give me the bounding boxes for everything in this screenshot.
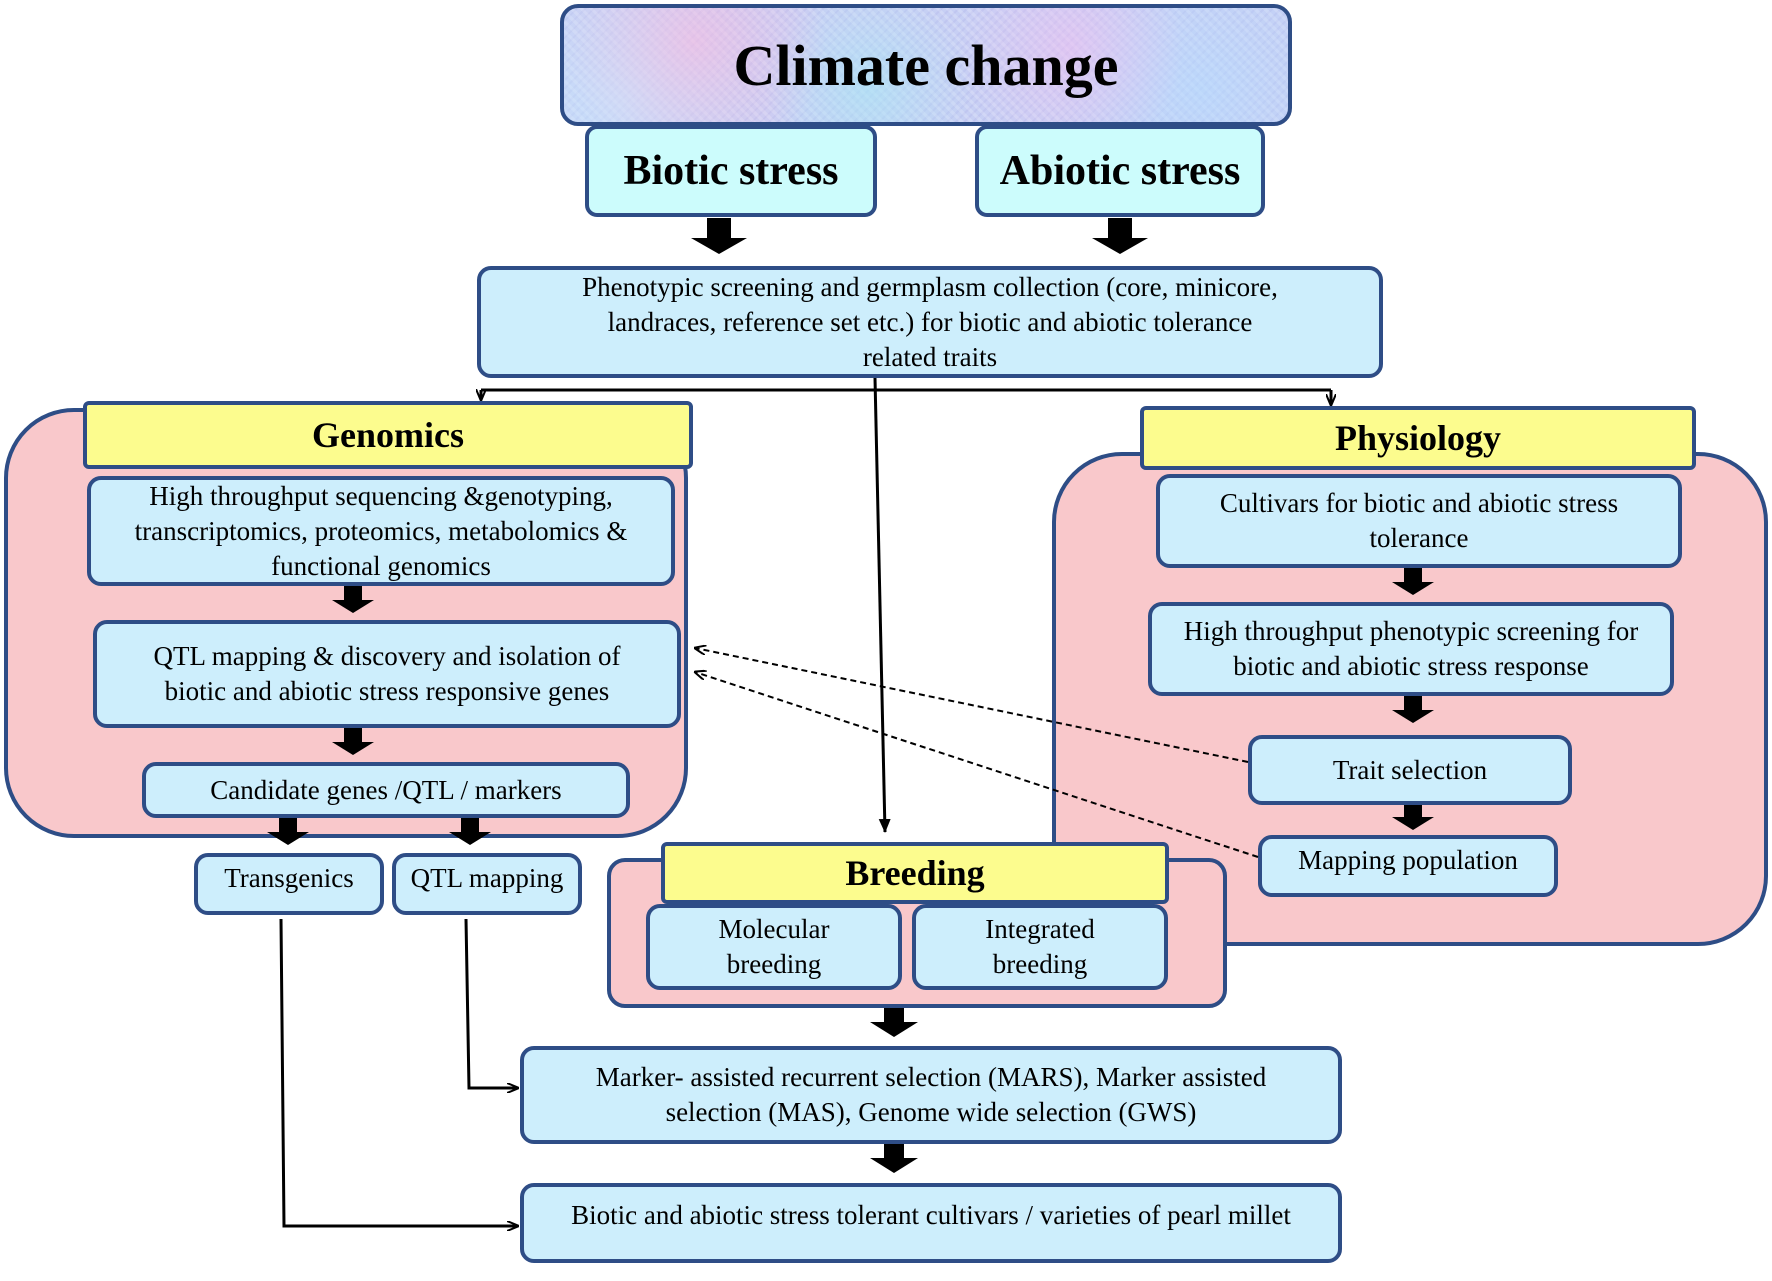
integrated-breeding-box: Integrated breeding bbox=[912, 904, 1168, 990]
screening-down-arrow bbox=[1392, 696, 1434, 723]
physiology-header: Physiology bbox=[1140, 406, 1696, 470]
biotic-stress-box: Biotic stress bbox=[585, 125, 877, 217]
split-lines bbox=[481, 377, 1331, 833]
phenotypic-screening-box: Phenotypic screening and germplasm colle… bbox=[477, 266, 1383, 378]
phenotypic-screening-response-box: High throughput phenotypic screening for… bbox=[1148, 602, 1674, 696]
biotic-down-arrow bbox=[691, 218, 747, 254]
transgenics-box: Transgenics bbox=[194, 853, 384, 915]
genomics-header: Genomics bbox=[83, 401, 693, 469]
sequencing-box: High throughput sequencing &genotyping, … bbox=[87, 476, 675, 586]
trait-down-arrow bbox=[1392, 805, 1434, 830]
qtl-discovery-box: QTL mapping & discovery and isolation of… bbox=[93, 620, 681, 728]
trait-selection-box: Trait selection bbox=[1248, 735, 1572, 805]
candidate-genes-box: Candidate genes /QTL / markers bbox=[142, 762, 630, 818]
cultivars-box: Cultivars for biotic and abiotic stress … bbox=[1156, 474, 1682, 568]
cultivars-down-arrow bbox=[1392, 568, 1434, 595]
breeding-down-arrow bbox=[870, 1008, 918, 1037]
mapping-population-box: Mapping population bbox=[1258, 835, 1558, 897]
qtl-mapping-box: QTL mapping bbox=[392, 853, 582, 915]
abiotic-stress-box: Abiotic stress bbox=[975, 125, 1265, 217]
mars-selection-box: Marker- assisted recurrent selection (MA… bbox=[520, 1046, 1342, 1144]
candidate-left-down-arrow bbox=[267, 818, 309, 845]
mars-down-arrow bbox=[870, 1144, 918, 1173]
block-arrows bbox=[267, 218, 1434, 1173]
outcome-box: Biotic and abiotic stress tolerant culti… bbox=[520, 1183, 1342, 1263]
abiotic-down-arrow bbox=[1092, 218, 1148, 254]
qtl-down-arrow bbox=[332, 728, 374, 755]
candidate-right-down-arrow bbox=[449, 818, 491, 845]
breeding-header: Breeding bbox=[661, 842, 1169, 904]
sequencing-down-arrow bbox=[332, 586, 374, 613]
elbow-connectors bbox=[279, 918, 518, 1226]
climate-change-title: Climate change bbox=[560, 4, 1292, 126]
dashed-feedback-arrows bbox=[695, 648, 1259, 858]
molecular-breeding-box: Molecular breeding bbox=[646, 904, 902, 990]
